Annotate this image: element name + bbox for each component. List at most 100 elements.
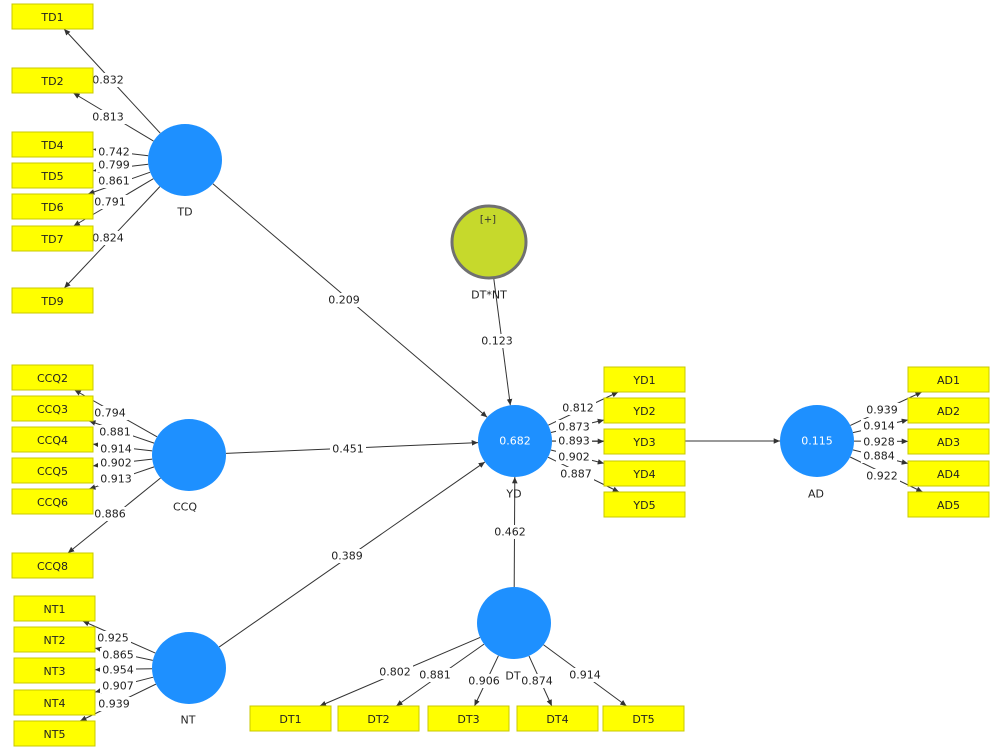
indicator-td4[interactable]: TD4 [11,131,94,158]
indicator-label: CCQ4 [37,434,68,447]
indicator-yd5[interactable]: YD5 [603,491,686,518]
indicator-label: AD4 [937,468,960,481]
indicator-nt1[interactable]: NT1 [13,595,96,622]
indicator-nt5[interactable]: NT5 [13,720,96,747]
loading-label-ccq5: 0.902 [98,456,134,470]
indicator-label: AD1 [937,374,960,387]
indicator-ad5[interactable]: AD5 [907,491,990,518]
indicator-label: DT4 [546,713,568,726]
loading-label-ad5: 0.922 [864,469,900,483]
indicator-dt1[interactable]: DT1 [249,705,332,732]
expand-symbol[interactable]: [+] [480,215,496,226]
svg-text:0.812: 0.812 [562,402,594,415]
svg-text:0.886: 0.886 [94,508,126,521]
indicator-td2[interactable]: TD2 [11,67,94,94]
indicator-ccq6[interactable]: CCQ6 [11,488,94,515]
loading-label-td7: 0.791 [92,195,128,209]
svg-text:0.824: 0.824 [92,232,124,245]
path-coef-td-yd: 0.209 [326,293,362,307]
indicator-dt5[interactable]: DT5 [602,705,685,732]
loading-label-nt4: 0.907 [100,679,136,693]
loading-label-dt3: 0.906 [466,674,502,688]
svg-text:0.914: 0.914 [863,420,895,433]
indicator-ccq3[interactable]: CCQ3 [11,395,94,422]
indicator-yd3[interactable]: YD3 [603,428,686,455]
loading-label-dt1: 0.802 [377,665,413,679]
svg-text:0.389: 0.389 [331,550,363,563]
latent-label: AD [808,488,824,501]
loading-label-nt3: 0.954 [100,663,136,677]
latent-label: NT [181,714,196,727]
loading-label-td4: 0.742 [96,145,132,159]
latent-td[interactable]: TD [148,124,222,219]
loading-label-td6: 0.861 [96,174,132,188]
indicator-ad1[interactable]: AD1 [907,366,990,393]
indicator-dt2[interactable]: DT2 [337,705,420,732]
svg-text:0.913: 0.913 [100,473,132,486]
indicator-label: TD1 [40,11,63,24]
latent-dt[interactable]: DT [477,587,551,683]
indicator-nt3[interactable]: NT3 [13,657,96,684]
loading-label-ccq4: 0.914 [98,442,134,456]
indicator-label: TD4 [40,139,63,152]
indicator-yd4[interactable]: YD4 [603,460,686,487]
svg-text:0.813: 0.813 [92,111,124,124]
indicator-label: TD2 [40,75,63,88]
indicator-label: NT1 [44,603,66,616]
indicator-ad3[interactable]: AD3 [907,428,990,455]
indicator-nt2[interactable]: NT2 [13,626,96,653]
loading-label-nt2: 0.865 [100,648,136,662]
indicator-yd1[interactable]: YD1 [603,366,686,393]
indicator-label: NT2 [44,634,66,647]
svg-text:0.893: 0.893 [558,435,590,448]
indicator-label: NT4 [44,697,66,710]
loading-label-ccq8: 0.886 [92,507,128,521]
loading-label-yd2: 0.873 [556,420,592,434]
loading-label-td2: 0.813 [90,110,126,124]
indicator-dt3[interactable]: DT3 [427,705,510,732]
weights-layer: 0.8320.8130.7420.7990.8610.7910.8240.794… [90,73,900,711]
latent-label: DT*NT [471,289,507,302]
indicator-nt4[interactable]: NT4 [13,689,96,716]
indicator-ccq8[interactable]: CCQ8 [11,552,94,579]
svg-text:0.881: 0.881 [419,669,451,682]
svg-text:0.802: 0.802 [379,666,411,679]
indicator-td6[interactable]: TD6 [11,193,94,220]
path-coef-dtnt-yd: 0.123 [479,334,515,348]
latent-nt[interactable]: NT [152,632,226,727]
indicator-dt4[interactable]: DT4 [516,705,599,732]
loading-label-yd4: 0.902 [556,450,592,464]
indicator-label: DT1 [279,713,301,726]
indicator-label: CCQ5 [37,465,68,478]
svg-text:0.451: 0.451 [332,443,364,456]
indicator-td9[interactable]: TD9 [11,287,94,314]
nodes-layer: TD1TD2TD4TD5TD6TD7TD9CCQ2CCQ3CCQ4CCQ5CCQ… [11,3,990,747]
svg-text:0.881: 0.881 [99,426,131,439]
loading-label-yd1: 0.812 [560,401,596,415]
indicator-td7[interactable]: TD7 [11,225,94,252]
latent-ccq[interactable]: CCQ [152,419,226,514]
indicator-ad2[interactable]: AD2 [907,397,990,424]
svg-text:0.954: 0.954 [102,664,134,677]
svg-text:0.902: 0.902 [100,457,132,470]
indicator-td5[interactable]: TD5 [11,162,94,189]
loading-label-dt2: 0.881 [417,668,453,682]
indicator-label: TD9 [40,295,63,308]
indicator-yd2[interactable]: YD2 [603,397,686,424]
path-coef-dt-yd: 0.462 [492,525,528,539]
indicator-label: AD3 [937,436,960,449]
indicator-td1[interactable]: TD1 [11,3,94,30]
indicator-ad4[interactable]: AD4 [907,460,990,487]
latent-dtnt[interactable]: [+] DT*NT [450,204,528,302]
indicator-label: YD5 [632,499,655,512]
indicator-ccq2[interactable]: CCQ2 [11,364,94,391]
indicator-ccq5[interactable]: CCQ5 [11,457,94,484]
indicator-ccq4[interactable]: CCQ4 [11,426,94,453]
svg-text:0.928: 0.928 [863,436,895,449]
svg-text:0.906: 0.906 [468,675,500,688]
svg-text:0.799: 0.799 [98,159,130,172]
indicator-label: CCQ2 [37,372,68,385]
svg-text:0.462: 0.462 [494,526,526,539]
